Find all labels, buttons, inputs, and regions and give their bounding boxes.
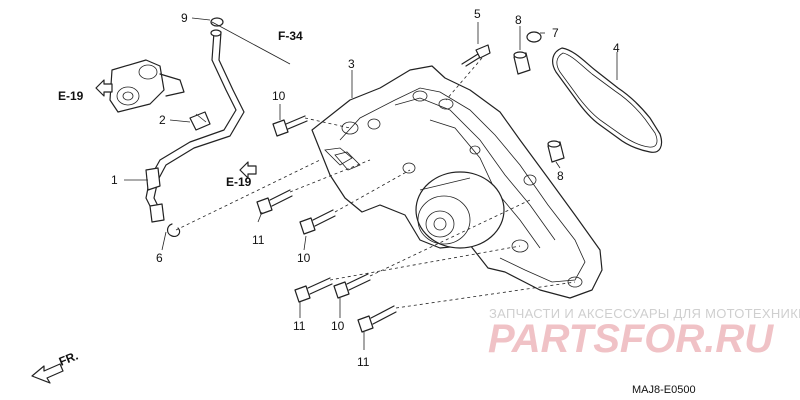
ref-e19-lower: E-19 — [226, 175, 252, 189]
watermark: ЗАПЧАСТИ И АКСЕССУАРЫ ДЛЯ МОТОТЕХНИКИ PA… — [488, 306, 800, 361]
callout-7: 7 — [552, 26, 559, 40]
sensor-housing — [109, 59, 185, 113]
ref-arrow-e19-lower — [239, 161, 257, 179]
callout-11-upper: 11 — [252, 233, 265, 247]
bolt-11-lower — [294, 277, 333, 303]
callout-6: 6 — [156, 251, 163, 265]
hose-clamp — [189, 111, 211, 131]
bolt-10-top — [272, 115, 308, 137]
dowel-pin-lower — [547, 140, 565, 163]
callout-11-bottom: 11 — [357, 355, 370, 369]
diagram-code: MAJ8-E0500 — [632, 384, 696, 396]
callout-8-upper: 8 — [515, 13, 522, 27]
bolt-5 — [461, 44, 491, 67]
callout-4: 4 — [613, 41, 620, 55]
pump-pulley — [415, 171, 505, 249]
small-o-ring — [526, 31, 542, 43]
bolt-10-mid — [299, 209, 336, 235]
ref-arrow-e19-upper — [95, 79, 113, 97]
o-ring — [552, 47, 663, 153]
callout-11-lower: 11 — [293, 319, 306, 333]
dowel-pin-upper — [513, 51, 531, 75]
callout-10-mid: 10 — [297, 251, 311, 265]
watermark-subtitle: ЗАПЧАСТИ И АКСЕССУАРЫ ДЛЯ МОТОТЕХНИКИ — [489, 306, 800, 321]
ref-e19-upper: E-19 — [58, 89, 84, 103]
callout-3: 3 — [348, 57, 355, 71]
callout-1: 1 — [111, 173, 118, 187]
front-label: FR. — [57, 349, 80, 369]
watermark-brand: PARTSFOR.RU — [488, 317, 774, 361]
callout-5: 5 — [474, 7, 481, 21]
callout-10-top: 10 — [272, 89, 286, 103]
ref-f34: F-34 — [278, 29, 303, 43]
callout-2: 2 — [159, 113, 166, 127]
clip-6 — [166, 223, 181, 237]
front-arrow: FR. — [31, 349, 80, 384]
clip-9 — [210, 17, 224, 27]
callout-8-lower: 8 — [557, 169, 564, 183]
bolt-11-bottom — [357, 305, 397, 333]
alignment-lines — [175, 57, 576, 309]
bolt-10-lower — [333, 273, 371, 299]
leader-lines — [124, 17, 618, 350]
callout-9: 9 — [181, 11, 188, 25]
callout-10-lower: 10 — [331, 319, 345, 333]
bolt-11-upper — [256, 189, 293, 215]
water-hose — [145, 29, 245, 223]
